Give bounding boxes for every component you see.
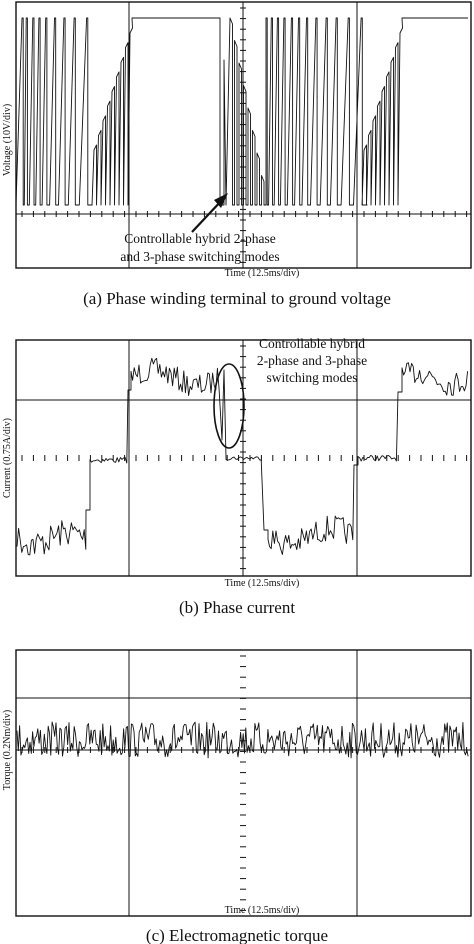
panel-c-caption: (c) Electromagnetic torque xyxy=(146,926,328,944)
panel-c-torque-trace xyxy=(16,721,469,759)
panel-b-annotation-line3: switching modes xyxy=(266,370,357,385)
panel-a-annotation-arrow xyxy=(191,198,224,233)
panel-a-arrow-head xyxy=(214,193,228,208)
panel-b-annotation-line1: Controllable hybrid xyxy=(259,336,365,351)
panel-b-ylabel: Current (0.75A/div) xyxy=(2,418,13,498)
panel-c-xlabel: Time (12.5ms/div) xyxy=(225,905,300,916)
panel-c-torque: Torque (0.2Nm/div) Time (12.5ms/div) xyxy=(2,649,472,917)
panel-a-caption: (a) Phase winding terminal to ground vol… xyxy=(83,289,391,308)
panel-c-ticks xyxy=(21,655,468,911)
panel-b-current: Current (0.75A/div) Time (12.5ms/div) Co… xyxy=(2,336,472,589)
panel-a-annotation-line2: and 3-phase switching modes xyxy=(120,249,279,264)
panel-b-annotation-ellipse xyxy=(213,363,245,449)
panel-a-ylabel: Voltage (10V/div) xyxy=(2,104,13,176)
panel-a-xlabel: Time (12.5ms/div) xyxy=(225,268,300,279)
panel-a-voltage: Voltage (10V/div) Time (12.5ms/div) Cont… xyxy=(2,1,472,279)
panel-b-xlabel: Time (12.5ms/div) xyxy=(225,578,300,589)
panel-b-current-trace xyxy=(16,357,469,556)
panel-c-frame xyxy=(15,649,472,917)
panel-c-ylabel: Torque (0.2Nm/div) xyxy=(2,710,13,790)
panel-b-caption: (b) Phase current xyxy=(179,598,295,617)
panel-a-ticks xyxy=(21,7,468,263)
panel-a-annotation-line1: Controllable hybrid 2-phase xyxy=(124,231,275,246)
panel-b-annotation-line2: 2-phase and 3-phase xyxy=(257,353,367,368)
panel-a-voltage-trace xyxy=(15,17,468,206)
panel-b-ticks xyxy=(21,345,468,570)
